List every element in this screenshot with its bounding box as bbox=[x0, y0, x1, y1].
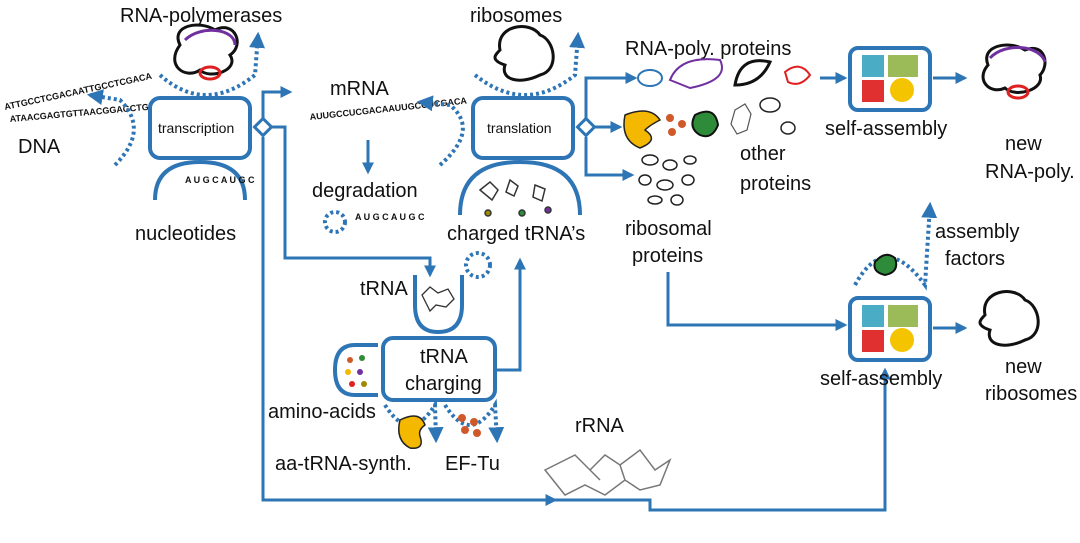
trna-charging-cup bbox=[413, 275, 464, 335]
mrna-recycle-arrow bbox=[416, 95, 465, 167]
trna-icon bbox=[421, 286, 455, 313]
amino-acids-icon bbox=[345, 355, 367, 387]
trna-cup bbox=[458, 159, 582, 216]
label-ribosomes: ribosomes bbox=[470, 5, 562, 27]
label-ef-tu: EF-Tu bbox=[445, 453, 500, 475]
label-self-assembly-2: self-assembly bbox=[820, 368, 942, 390]
label-charged-trna: charged tRNA’s bbox=[447, 223, 585, 245]
polymerase-recycle-arrow bbox=[158, 31, 266, 97]
label-trna: tRNA bbox=[360, 278, 408, 300]
nucleotide-letters: A U G C A U G C bbox=[185, 175, 255, 185]
translation-branch-node bbox=[575, 116, 597, 138]
ribosome-recycle-arrow bbox=[473, 31, 586, 97]
amino-acid-cup bbox=[332, 343, 378, 397]
other-proteins-icon bbox=[623, 97, 796, 149]
ribosomal-proteins-icon bbox=[638, 154, 697, 206]
assembly-factor-recycle-arrow bbox=[853, 201, 938, 291]
new-rna-poly-icon bbox=[981, 43, 1047, 100]
assembly-factor-icon bbox=[873, 253, 898, 277]
label-assembly-factors-2: factors bbox=[945, 248, 1005, 270]
label-trna-charging-2: charging bbox=[405, 373, 482, 395]
label-new-rna-poly-2: RNA-poly. bbox=[985, 161, 1075, 183]
transcription-box bbox=[148, 96, 252, 160]
rna-poly-proteins-icon bbox=[637, 58, 812, 90]
label-ribosomal-proteins-2: proteins bbox=[632, 245, 703, 267]
label-mrna: mRNA bbox=[330, 78, 390, 100]
label-translation: translation bbox=[487, 120, 552, 136]
label-assembly-factors-1: assembly bbox=[935, 221, 1019, 243]
transcription-branch-node bbox=[252, 116, 274, 138]
trna-cycle-icon bbox=[464, 251, 492, 279]
dna-recycle-arrow bbox=[86, 89, 136, 167]
puzzle-icon bbox=[862, 55, 918, 102]
label-transcription: transcription bbox=[158, 120, 234, 136]
label-rrna: rRNA bbox=[575, 415, 625, 437]
new-ribosome-icon bbox=[978, 290, 1040, 347]
label-other-proteins-1: other bbox=[740, 143, 786, 165]
label-new-rna-poly-1: new bbox=[1005, 133, 1042, 155]
label-new-ribosomes-2: ribosomes bbox=[985, 383, 1077, 405]
ribosome-icon bbox=[493, 25, 555, 82]
label-degradation: degradation bbox=[312, 180, 418, 202]
puzzle-icon bbox=[862, 305, 918, 352]
degradation-cycle-icon bbox=[323, 210, 347, 234]
label-other-proteins-2: proteins bbox=[740, 173, 811, 195]
label-self-assembly-1: self-assembly bbox=[825, 118, 947, 140]
ef-tu-icon bbox=[458, 414, 481, 437]
label-dna: DNA bbox=[18, 136, 61, 158]
label-aa-trna-synth: aa-tRNA-synth. bbox=[275, 453, 412, 475]
label-trna-charging-1: tRNA bbox=[420, 346, 468, 368]
degraded-nucleotides: A U G C A U G C bbox=[355, 212, 425, 222]
label-rna-polymerases: RNA-polymerases bbox=[120, 5, 282, 27]
label-rna-poly-proteins: RNA-poly. proteins bbox=[625, 38, 791, 60]
label-ribosomal-proteins-1: ribosomal bbox=[625, 218, 712, 240]
rna-polymerase-icon bbox=[173, 23, 239, 81]
label-amino-acids: amino-acids bbox=[268, 401, 376, 423]
label-nucleotides: nucleotides bbox=[135, 223, 236, 245]
rrna-structure-icon bbox=[543, 448, 672, 496]
label-new-ribosomes-1: new bbox=[1005, 356, 1042, 378]
nucleotide-cup bbox=[153, 159, 247, 201]
translation-box bbox=[471, 96, 575, 160]
aa-trna-synthetase-icon bbox=[398, 415, 426, 449]
charged-trna-icon bbox=[478, 178, 552, 217]
